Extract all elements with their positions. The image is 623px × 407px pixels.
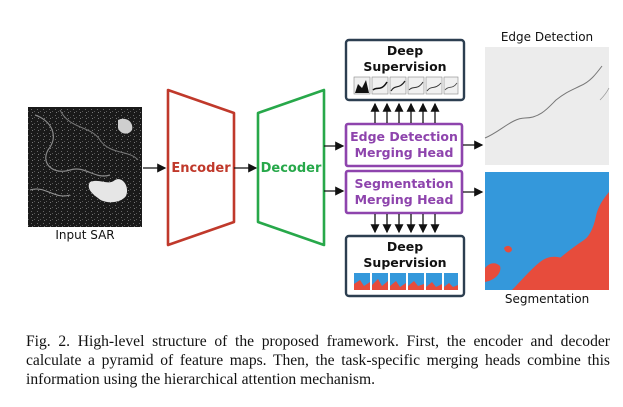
arrows-to-bottom-supervision xyxy=(370,214,440,234)
edge-output-label: Edge Detection xyxy=(501,30,593,44)
encoder-block xyxy=(166,88,236,247)
deep-supervision-top-line1: Deep xyxy=(387,43,423,58)
edge-thumbnails xyxy=(353,76,459,95)
decoder-label: Decoder xyxy=(261,161,322,176)
edge-head-label-line1: Edge Detection xyxy=(350,129,458,144)
segmentation-output-label: Segmentation xyxy=(505,292,589,306)
segmentation-output-image xyxy=(485,172,609,290)
segmentation-thumbnails xyxy=(354,273,458,290)
deep-supervision-bottom-line2: Supervision xyxy=(363,255,446,270)
decoder-block xyxy=(256,88,326,247)
deep-supervision-bottom-line1: Deep xyxy=(387,239,423,254)
edge-output-image xyxy=(484,47,610,165)
encoder-label: Encoder xyxy=(171,161,231,176)
input-sar-image xyxy=(28,107,142,227)
input-sar-label: Input SAR xyxy=(55,228,114,242)
seg-head-label-line1: Segmentation xyxy=(355,176,454,191)
deep-supervision-top-line2: Supervision xyxy=(363,59,446,74)
arrows-to-top-supervision xyxy=(370,102,440,123)
seg-head-label-line2: Merging Head xyxy=(355,192,454,207)
edge-merging-head xyxy=(344,122,464,168)
edge-head-label-line2: Merging Head xyxy=(355,145,454,160)
seg-merging-head xyxy=(344,169,464,215)
figure-caption: Fig. 2. High-level structure of the prop… xyxy=(26,333,610,388)
